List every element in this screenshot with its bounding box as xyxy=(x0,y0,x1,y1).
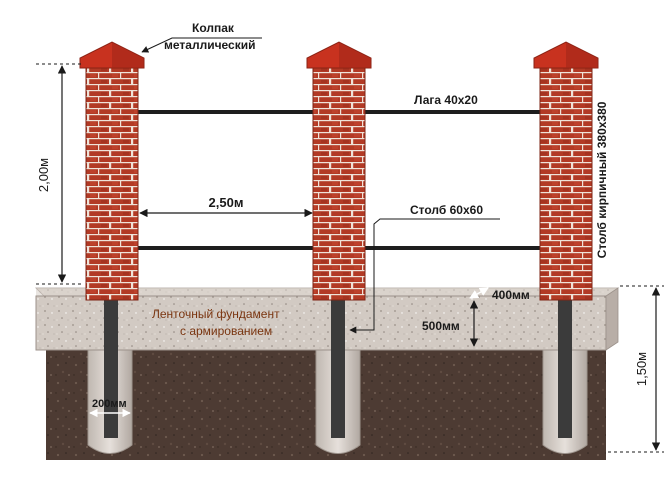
rail-top-left xyxy=(136,110,318,114)
rail-top-right xyxy=(363,110,543,114)
label-foundation-line1: Ленточный фундамент xyxy=(152,307,280,321)
steel-pole-right xyxy=(558,298,572,438)
pillar-middle xyxy=(306,41,372,301)
label-depth-total: 1,50м xyxy=(634,352,649,386)
label-found-width: 400мм xyxy=(492,288,530,302)
label-cap-line1: Колпак xyxy=(192,21,235,35)
dimension-depth: 1,50м xyxy=(634,287,661,451)
label-found-height: 500мм xyxy=(422,319,460,333)
dimension-height-above: 2,00м xyxy=(36,65,67,283)
rail-bottom-right xyxy=(363,246,543,250)
pillar-right xyxy=(533,41,599,301)
steel-pole-middle xyxy=(331,298,345,438)
dimension-found-width: 400мм xyxy=(469,287,530,302)
dimension-span: 2,50м xyxy=(139,195,313,218)
leader-rail: Лага 40х20 xyxy=(414,93,478,107)
leader-steel-pole: Столб 60х60 xyxy=(349,203,500,334)
dimension-found-height: 500мм xyxy=(422,300,479,347)
label-pole-steel: Столб 60х60 xyxy=(410,203,483,217)
pillar-left xyxy=(79,41,145,301)
steel-poles xyxy=(104,298,572,438)
label-pillar: Столб кирпичный 380х380 xyxy=(595,101,609,258)
steel-pole-left xyxy=(104,298,118,438)
rail-bottom-left xyxy=(136,246,318,250)
label-span: 2,50м xyxy=(209,195,244,210)
leader-cap: Колпак металлический xyxy=(141,21,262,53)
extension-lines xyxy=(36,63,664,453)
rails xyxy=(136,110,543,250)
label-foundation-line2: с армированием xyxy=(180,324,272,338)
label-pile-diameter: 200мм xyxy=(92,398,127,410)
label-rail: Лага 40х20 xyxy=(414,93,478,107)
label-height-above: 2,00м xyxy=(36,158,51,192)
brick-pillars xyxy=(79,41,599,301)
label-cap-line2: металлический xyxy=(164,38,255,52)
dimension-pile-diameter: 200мм xyxy=(89,398,131,418)
